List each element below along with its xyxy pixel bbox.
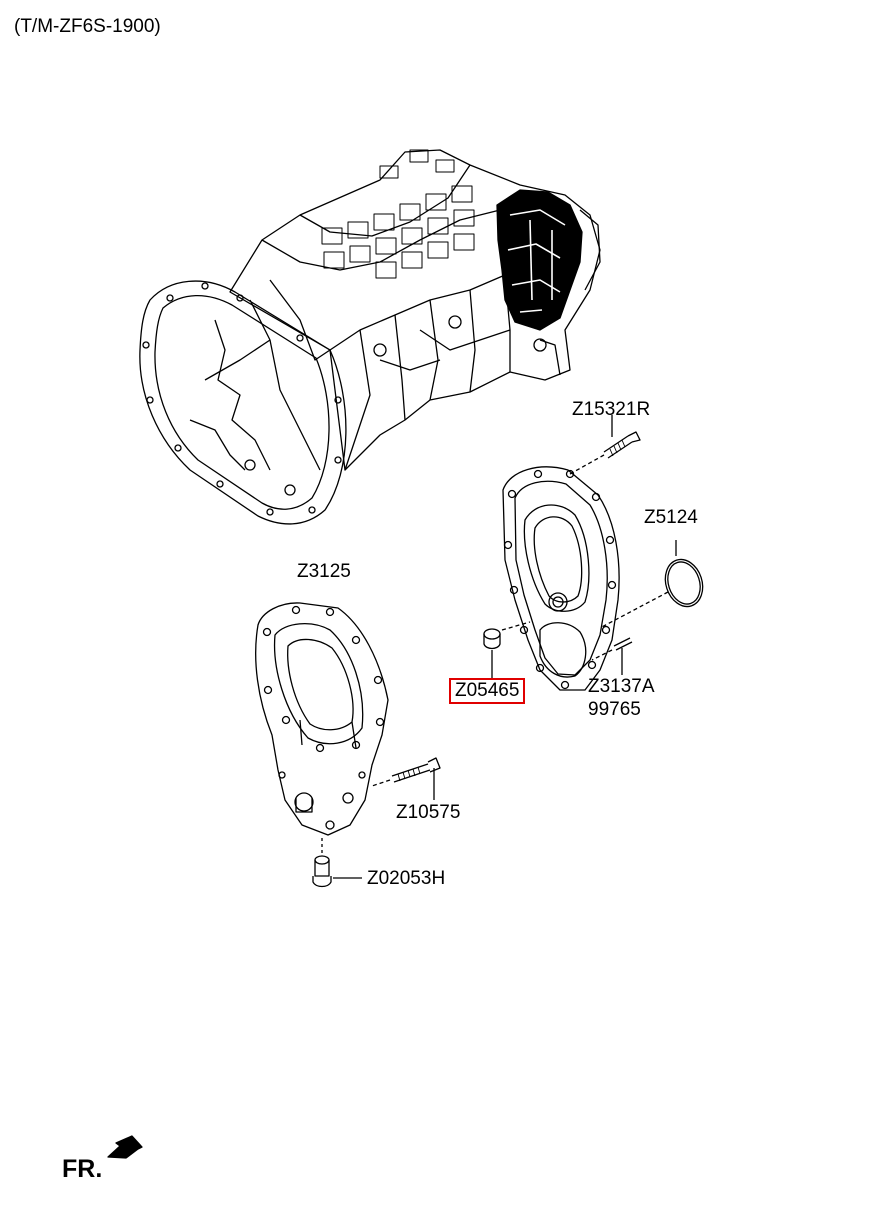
part-label-99765[interactable]: 99765 [588, 699, 641, 720]
part-label-z05465[interactable]: Z05465 [449, 678, 526, 704]
cover-z3125 [255, 602, 389, 836]
transmission-assembly [139, 149, 601, 525]
front-arrow-icon [107, 1135, 143, 1159]
bolt-z15321r [569, 415, 641, 475]
rear-cover [502, 466, 620, 691]
o-ring-z5124 [599, 540, 704, 629]
part-label-z5124[interactable]: Z5124 [644, 507, 698, 528]
part-label-z15321r[interactable]: Z15321R [572, 399, 651, 420]
part-label-z3137a[interactable]: Z3137A [588, 676, 655, 697]
bolt-z10575 [371, 757, 441, 800]
front-direction-label: FR. [62, 1155, 103, 1183]
plug-z02053h [312, 838, 362, 888]
model-title: (T/M-ZF6S-1900) [14, 16, 161, 37]
part-label-z10575[interactable]: Z10575 [396, 802, 461, 823]
part-label-z3125[interactable]: Z3125 [297, 561, 351, 582]
pin-z3137a [591, 637, 633, 675]
part-label-z02053h[interactable]: Z02053H [367, 868, 446, 889]
plug-z05465 [483, 621, 531, 680]
